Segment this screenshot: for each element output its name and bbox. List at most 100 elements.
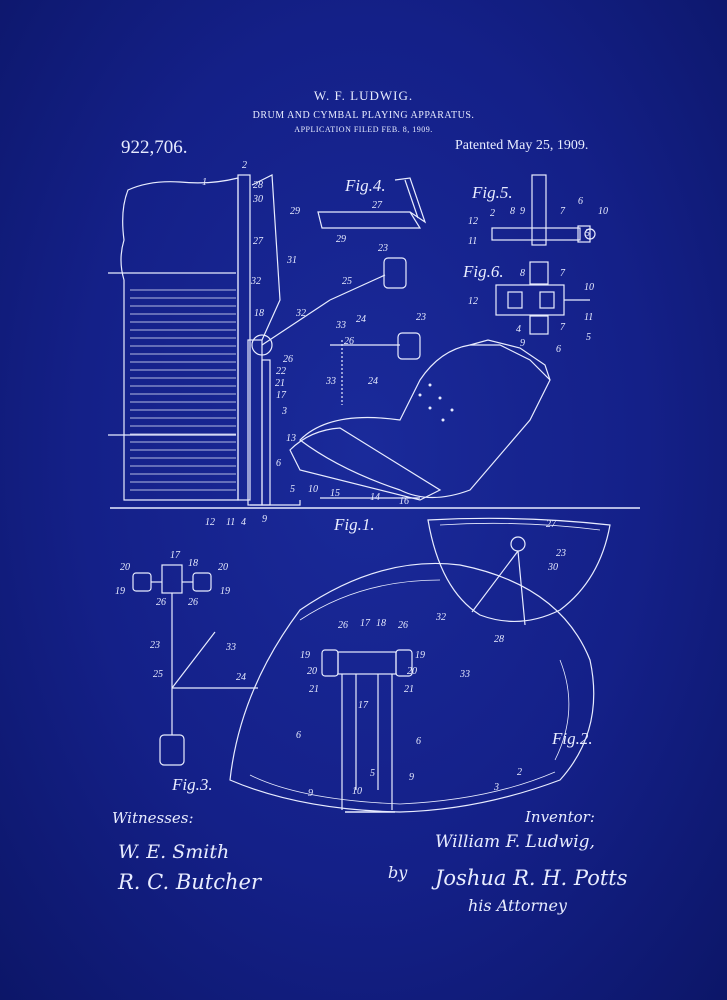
svg-text:33: 33 — [335, 320, 346, 331]
svg-text:7: 7 — [560, 322, 566, 333]
svg-text:27: 27 — [372, 200, 383, 211]
svg-text:29: 29 — [290, 206, 300, 217]
svg-text:12: 12 — [468, 216, 478, 227]
fig6-label: Fig.6. — [463, 262, 504, 281]
svg-text:23: 23 — [416, 312, 426, 323]
svg-text:26: 26 — [188, 597, 198, 608]
svg-text:19: 19 — [115, 586, 125, 597]
svg-text:27: 27 — [253, 236, 264, 247]
svg-text:2: 2 — [242, 160, 247, 171]
svg-text:9: 9 — [520, 338, 525, 349]
svg-text:33: 33 — [325, 376, 336, 387]
svg-text:28: 28 — [253, 180, 263, 191]
svg-text:12: 12 — [468, 296, 478, 307]
svg-text:7: 7 — [560, 206, 566, 217]
svg-text:10: 10 — [598, 206, 608, 217]
svg-text:15: 15 — [330, 488, 340, 499]
svg-text:23: 23 — [378, 243, 388, 254]
svg-text:26: 26 — [338, 620, 348, 631]
patent-number: 922,706. — [121, 137, 188, 158]
svg-text:19: 19 — [415, 650, 425, 661]
svg-text:17: 17 — [170, 550, 181, 561]
svg-text:26: 26 — [156, 597, 166, 608]
svg-text:24: 24 — [236, 672, 246, 683]
svg-text:18: 18 — [254, 308, 264, 319]
svg-text:17: 17 — [360, 618, 371, 629]
svg-text:10: 10 — [584, 282, 594, 293]
svg-text:13: 13 — [286, 433, 296, 444]
witnesses-label: Witnesses: — [112, 809, 194, 827]
svg-text:5: 5 — [586, 332, 591, 343]
svg-text:5: 5 — [290, 484, 295, 495]
fig4-label: Fig.4. — [345, 176, 386, 195]
svg-text:6: 6 — [556, 344, 561, 355]
svg-text:22: 22 — [276, 366, 286, 377]
svg-text:20: 20 — [407, 666, 417, 677]
svg-text:28: 28 — [494, 634, 504, 645]
svg-text:9: 9 — [409, 772, 414, 783]
svg-text:2: 2 — [517, 767, 522, 778]
inventor-header: W. F. LUDWIG. — [313, 88, 414, 103]
attorney-signature: Joshua R. H. Potts — [435, 866, 628, 890]
by-label: by — [388, 863, 408, 882]
svg-text:8: 8 — [510, 206, 515, 217]
svg-text:20: 20 — [120, 562, 130, 573]
svg-text:21: 21 — [404, 684, 414, 695]
svg-text:23: 23 — [150, 640, 160, 651]
svg-text:14: 14 — [370, 492, 380, 503]
svg-text:27: 27 — [546, 519, 557, 530]
svg-text:26: 26 — [398, 620, 408, 631]
svg-text:32: 32 — [295, 308, 306, 319]
svg-text:26: 26 — [344, 336, 354, 347]
svg-text:18: 18 — [188, 558, 198, 569]
svg-text:24: 24 — [356, 314, 366, 325]
svg-text:9: 9 — [262, 514, 267, 525]
svg-text:16: 16 — [399, 496, 409, 507]
svg-text:23: 23 — [556, 548, 566, 559]
svg-text:21: 21 — [275, 378, 285, 389]
witness-signature-2: R. C. Butcher — [118, 870, 261, 894]
fig5-drawing: 12 11 2 8 9 7 6 10 5 — [468, 174, 608, 247]
svg-text:7: 7 — [560, 268, 566, 279]
svg-text:29: 29 — [336, 234, 346, 245]
svg-text:3: 3 — [281, 406, 287, 417]
svg-text:11: 11 — [468, 236, 477, 247]
application-date: APPLICATION FILED FEB. 8, 1909. — [294, 125, 433, 134]
fig5-label: Fig.5. — [472, 183, 513, 202]
svg-text:4: 4 — [241, 517, 246, 528]
inventor-label: Inventor: — [525, 808, 595, 826]
svg-text:25: 25 — [153, 669, 163, 680]
svg-text:6: 6 — [416, 736, 421, 747]
svg-text:5: 5 — [585, 228, 590, 239]
svg-text:6: 6 — [296, 730, 301, 741]
svg-text:20: 20 — [218, 562, 228, 573]
fig2-label: Fig.2. — [552, 729, 593, 748]
svg-text:9: 9 — [520, 206, 525, 217]
svg-text:32: 32 — [250, 276, 261, 287]
svg-text:32: 32 — [435, 612, 446, 623]
fig3-label: Fig.3. — [172, 775, 213, 794]
svg-text:20: 20 — [307, 666, 317, 677]
attorney-label: his Attorney — [468, 896, 567, 915]
svg-text:11: 11 — [584, 312, 593, 323]
svg-text:18: 18 — [376, 618, 386, 629]
svg-text:31: 31 — [286, 255, 297, 266]
svg-text:5: 5 — [370, 768, 375, 779]
witness-signature-1: W. E. Smith — [118, 841, 230, 863]
patented-date: Patented May 25, 1909. — [455, 138, 589, 153]
svg-text:9: 9 — [308, 788, 313, 799]
svg-text:21: 21 — [309, 684, 319, 695]
svg-text:10: 10 — [352, 786, 362, 797]
svg-text:2: 2 — [490, 208, 495, 219]
svg-text:33: 33 — [225, 642, 236, 653]
inventor-signature: William F. Ludwig, — [435, 832, 595, 852]
svg-text:8: 8 — [520, 268, 525, 279]
svg-text:24: 24 — [368, 376, 378, 387]
svg-text:6: 6 — [578, 196, 583, 207]
